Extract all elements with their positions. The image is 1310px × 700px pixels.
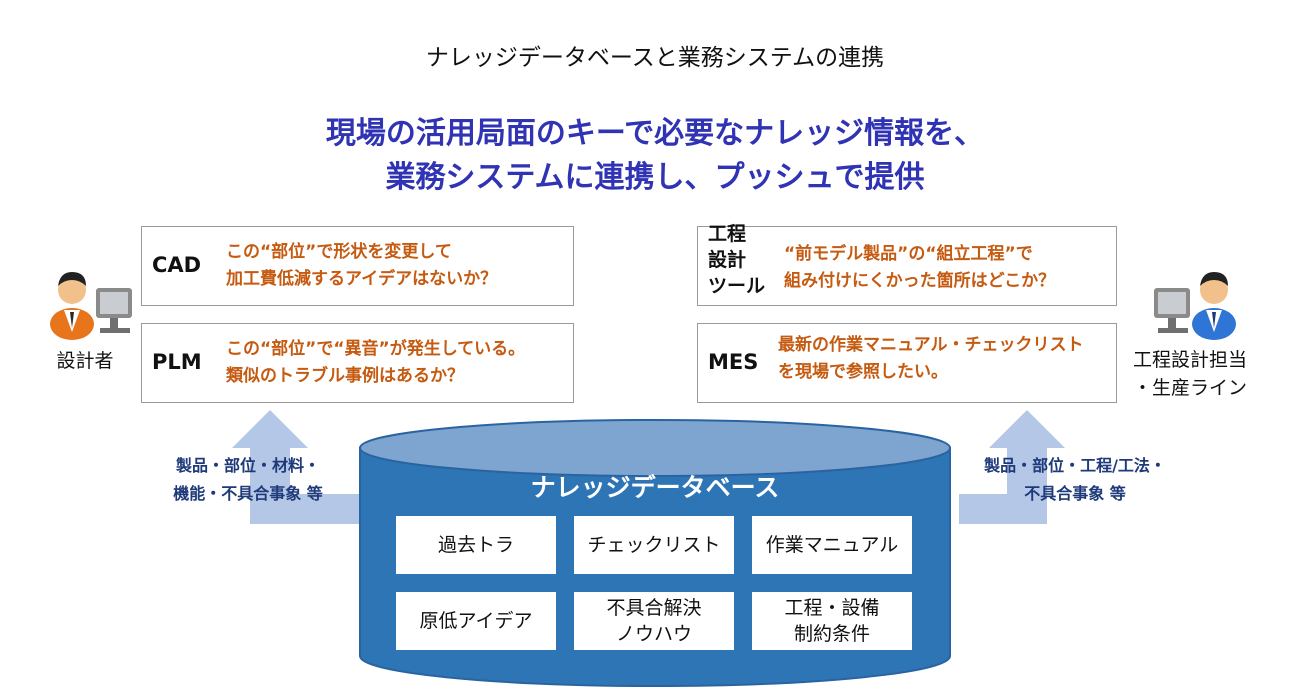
mes-label: MES — [708, 350, 759, 374]
worker-at-computer-icon — [1154, 272, 1236, 340]
db-cell-cost-reduction-ideas-line-1: 原低アイデア — [419, 610, 533, 632]
db-cell-work-manual-line-1: 作業マニュアル — [765, 534, 899, 556]
cad-question-line-1: この“部位”で形状を変更して — [226, 242, 452, 262]
db-cell-defect-know-how-line-2: ノウハウ — [615, 623, 692, 645]
db-cell-defect-know-how: 不具合解決 ノウハウ — [574, 592, 734, 650]
cad-question: この“部位”で形状を変更して 加工費低減するアイデアはないか？ — [226, 239, 497, 293]
db-cell-checklist: チェックリスト — [574, 516, 734, 574]
left-arrow-label-line-2: 機能・不具合事象 等 — [173, 484, 323, 503]
headline-line-1: 現場の活用局面のキーで必要なナレッジ情報を、 — [325, 116, 985, 151]
db-cell-past-troubles-line-1: 過去トラ — [437, 534, 514, 556]
right-person-label-line-1: 工程設計担当 — [1132, 349, 1247, 371]
right-arrow-label: 製品・部位・工程/工法・ 不具合事象 等 — [965, 452, 1185, 508]
plm-question-line-2: 類似のトラブル事例はあるか？ — [226, 366, 464, 386]
database-title: ナレッジデータベース — [530, 473, 780, 502]
plm-question: この“部位”で“異音”が発生している。 類似のトラブル事例はあるか？ — [226, 336, 525, 390]
mes-question-line-1: 最新の作業マニュアル・チェックリスト — [778, 335, 1084, 355]
left-arrow-label: 製品・部位・材料・ 機能・不具合事象 等 — [148, 452, 348, 508]
db-cell-cost-reduction-ideas: 原低アイデア — [396, 592, 556, 650]
process-design-tool-label-line-3: ツール — [708, 275, 766, 297]
left-arrow-label-line-1: 製品・部位・材料・ — [175, 456, 320, 475]
mes-question-line-2: を現場で参照したい。 — [778, 362, 948, 382]
designer-at-computer-icon — [50, 272, 132, 340]
right-person-label-line-2: ・生産ライン — [1132, 377, 1247, 399]
cad-question-line-2: 加工費低減するアイデアはないか？ — [226, 269, 498, 289]
cad-box: CAD この“部位”で形状を変更して 加工費低減するアイデアはないか？ — [141, 226, 574, 306]
plm-question-line-1: この“部位”で“異音”が発生している。 — [226, 339, 526, 359]
process-design-question: “前モデル製品”の“組立工程”で 組み付けにくかった箇所はどこか？ — [784, 241, 1055, 295]
left-up-arrow — [232, 410, 360, 524]
db-cell-defect-know-how-line-1: 不具合解決 — [606, 597, 702, 619]
mes-box: MES 最新の作業マニュアル・チェックリスト を現場で参照したい。 — [697, 323, 1117, 403]
right-person-label: 工程設計担当 ・生産ライン — [1115, 346, 1265, 402]
plm-label: PLM — [152, 350, 202, 374]
process-design-tool-label-line-1: 工程 — [708, 223, 747, 245]
db-cell-checklist-line-1: チェックリスト — [587, 534, 721, 556]
db-cell-process-constraints: 工程・設備 制約条件 — [752, 592, 912, 650]
db-cell-process-constraints-line-2: 制約条件 — [793, 623, 870, 645]
db-cell-process-constraints-line-1: 工程・設備 — [784, 597, 880, 619]
db-cell-work-manual: 作業マニュアル — [752, 516, 912, 574]
process-design-tool-label: 工程 設計 ツール — [708, 221, 765, 299]
left-person-label: 設計者 — [56, 350, 114, 372]
right-up-arrow — [959, 410, 1065, 524]
process-design-question-line-1: “前モデル製品”の“組立工程”で — [784, 244, 1033, 264]
mes-question: 最新の作業マニュアル・チェックリスト を現場で参照したい。 — [778, 332, 1084, 386]
right-arrow-label-line-1: 製品・部位・工程/工法・ — [984, 456, 1166, 475]
page-title: ナレッジデータベースと業務システムの連携 — [425, 45, 885, 71]
cad-label: CAD — [152, 253, 202, 277]
headline-line-2: 業務システムに連携し、プッシュで提供 — [385, 160, 925, 195]
right-arrow-label-line-2: 不具合事象 等 — [1024, 484, 1126, 503]
db-cell-past-troubles: 過去トラ — [396, 516, 556, 574]
process-design-tool-label-line-2: 設計 — [708, 249, 747, 271]
plm-box: PLM この“部位”で“異音”が発生している。 類似のトラブル事例はあるか？ — [141, 323, 574, 403]
process-design-tool-box: 工程 設計 ツール “前モデル製品”の“組立工程”で 組み付けにくかった箇所はど… — [697, 223, 1117, 306]
process-design-question-line-2: 組み付けにくかった箇所はどこか？ — [784, 271, 1056, 291]
